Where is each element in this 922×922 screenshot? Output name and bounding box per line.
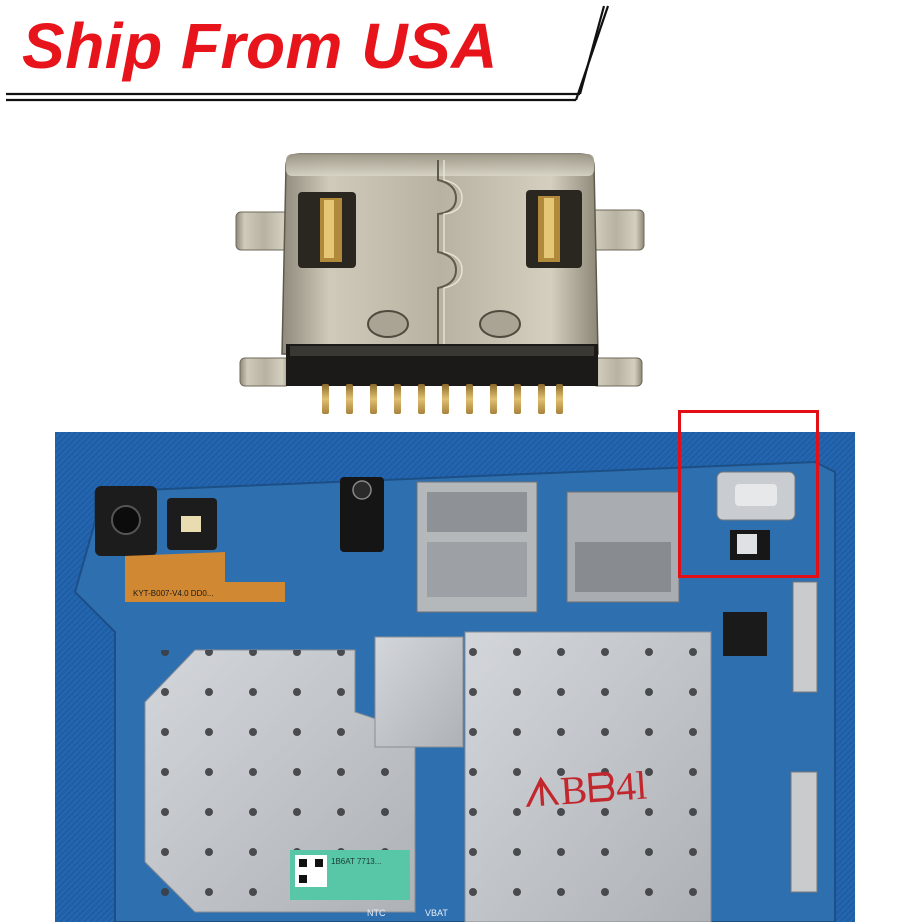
banner-underline <box>6 5 610 102</box>
usb-port-highlight-box <box>678 410 819 578</box>
label-sticker-text: 1B6AT 7713... <box>331 857 381 866</box>
silk-vbat: VBAT <box>425 908 448 918</box>
handwritten-mark: ᗑBᗷ4l <box>521 762 648 816</box>
motherboard-illustration: ᗑBᗷ4l 1B6AT 7713... KYT-B007-V4.0 DD0...… <box>55 432 855 922</box>
fpc-label: KYT-B007-V4.0 DD0... <box>133 589 213 598</box>
banner-title: Ship From USA <box>22 10 498 82</box>
silk-ntc: NTC <box>367 908 386 918</box>
usb-c-connector-photo <box>220 140 660 430</box>
ship-from-usa-banner: Ship From USA <box>0 0 922 110</box>
usb-type-c-port-icon <box>235 153 645 414</box>
tablet-motherboard-photo: ᗑBᗷ4l 1B6AT 7713... KYT-B007-V4.0 DD0...… <box>55 432 855 922</box>
